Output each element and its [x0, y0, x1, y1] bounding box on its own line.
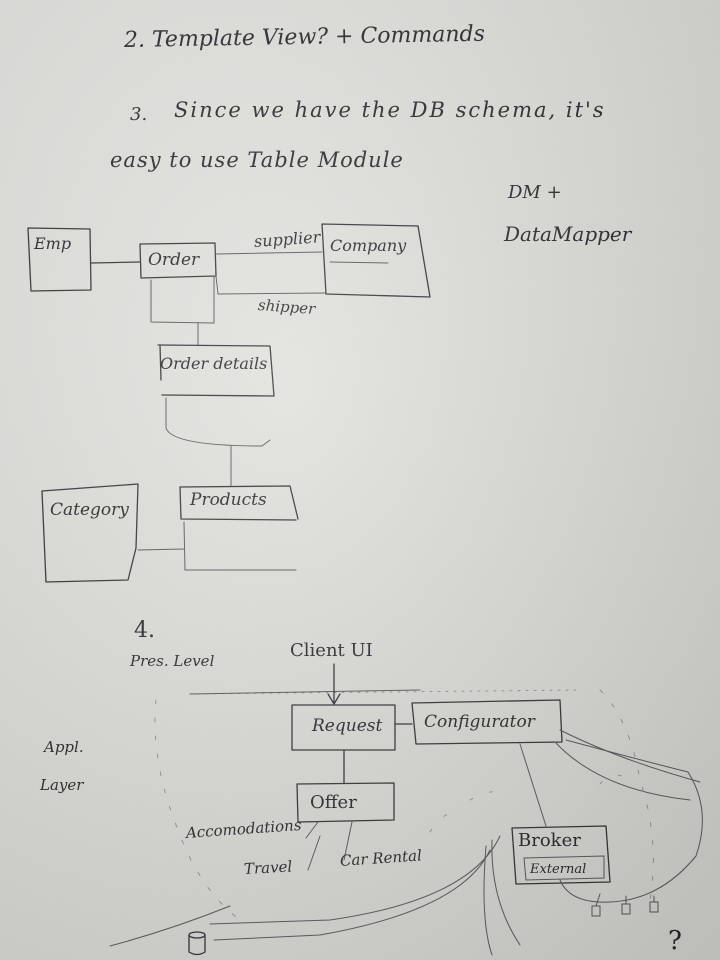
offer-branch-accomodations	[305, 821, 319, 839]
database-icon	[188, 931, 206, 956]
category-table-box	[41, 483, 139, 583]
note-item-4-number: 4.	[134, 618, 155, 643]
configurator-broker-line	[519, 743, 547, 827]
broker-flow-3	[491, 839, 521, 946]
box-label-configurator: Configurator	[424, 712, 535, 732]
label-external: External	[530, 862, 587, 877]
broker-flow-5	[109, 905, 231, 947]
company-underline	[329, 261, 389, 264]
company-table-box	[321, 223, 431, 298]
table-label-emp: Emp	[34, 234, 72, 253]
configurator-box	[411, 699, 563, 745]
note-item-3-line-1: Since we have the DB schema, it's	[174, 98, 606, 122]
client-ui-arrow	[327, 663, 341, 705]
external-service-3	[649, 901, 659, 913]
table-label-order-details: Order details	[160, 354, 268, 373]
external-cloud	[559, 739, 703, 903]
offer-branch-travel	[307, 835, 321, 871]
configurator-cloud-line	[559, 729, 701, 783]
offer-branch-car-rental	[343, 821, 353, 861]
broker-box	[511, 825, 611, 885]
emp-table-box	[27, 227, 92, 292]
table-label-order: Order	[148, 250, 200, 270]
box-label-request: Request	[312, 716, 383, 736]
products-body	[183, 521, 297, 571]
order-details-body	[165, 397, 271, 447]
table-label-products: Products	[190, 490, 267, 510]
appl-layer-marks	[429, 774, 623, 833]
note-client-ui: Client UI	[290, 640, 373, 661]
external-service-2	[621, 903, 631, 915]
products-table-box	[179, 485, 299, 521]
offer-item-travel: Travel	[243, 857, 293, 878]
external-service-1	[591, 905, 601, 917]
pres-level-line-tick	[189, 689, 421, 695]
note-item-3-line-2: easy to use Table Module	[110, 148, 404, 172]
supplier-relation-box	[215, 251, 327, 295]
box-label-offer: Offer	[310, 792, 357, 813]
configurator-cloud-line-2	[554, 741, 691, 801]
box-label-broker: Broker	[518, 830, 581, 851]
broker-flow-4	[483, 845, 493, 956]
emp-order-connector	[90, 261, 141, 264]
external-box	[523, 855, 605, 881]
external-service-links	[595, 893, 655, 907]
offer-box	[296, 782, 395, 823]
request-box	[291, 704, 396, 751]
note-item-3-number: 3.	[130, 104, 148, 125]
broker-flow-1	[209, 835, 501, 925]
table-label-company: Company	[330, 236, 407, 255]
note-appl-line-1: Appl.	[44, 738, 84, 756]
note-dm-line-2: DataMapper	[504, 222, 632, 246]
broker-flow-2	[213, 849, 491, 941]
note-dm-line-1: DM +	[508, 182, 562, 203]
table-label-category: Category	[50, 500, 129, 520]
note-pres-level: Pres. Level	[130, 652, 215, 670]
appl-layer-boundary	[154, 689, 654, 921]
order-details-table-box	[157, 344, 275, 397]
category-products-connector	[137, 548, 185, 551]
order-table-body	[150, 275, 215, 324]
question-mark: ?	[668, 926, 682, 956]
note-appl-line-2: Layer	[40, 776, 84, 794]
